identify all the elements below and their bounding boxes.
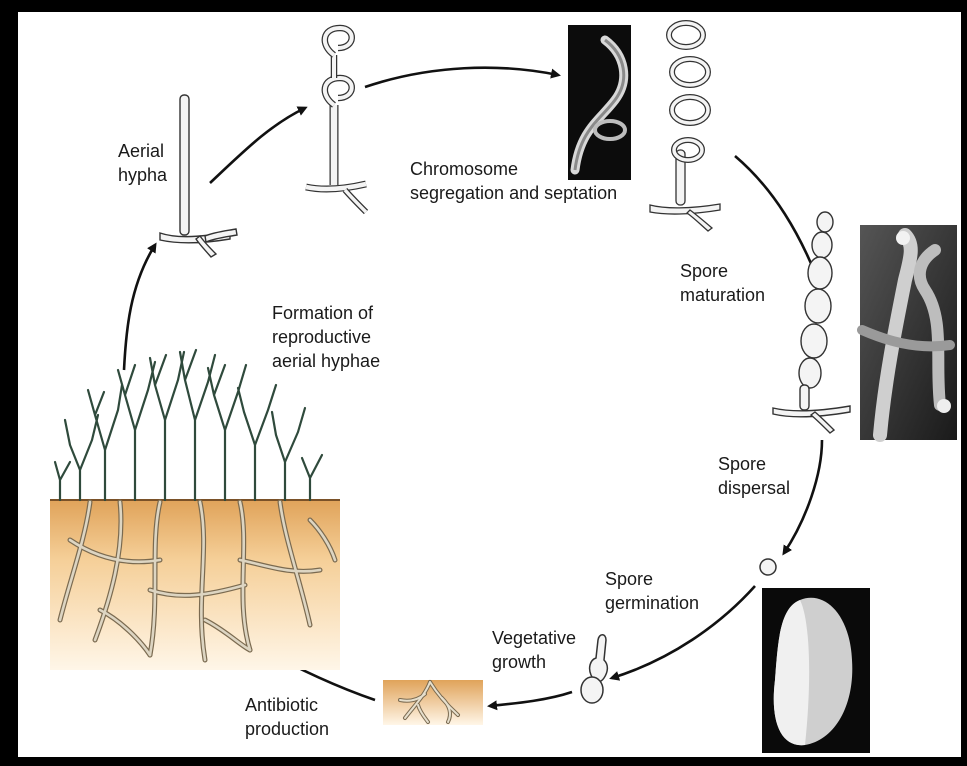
sem-micrograph-spore (762, 588, 870, 753)
sem-micrograph-spore-chains (860, 225, 957, 440)
label-spore-maturation: Spore maturation (680, 259, 765, 307)
label-aerial-hypha: Aerial hypha (118, 139, 167, 187)
arrow-colony-to-aerial (124, 245, 155, 370)
dispersed-spore-drawing (760, 559, 776, 575)
vegetative-mycelium-drawing (383, 680, 483, 725)
arrow-coil-to-septation (365, 68, 558, 87)
colony-drawing (50, 350, 340, 670)
septated-spore-chain-drawing (650, 23, 720, 231)
mature-spore-chain-drawing (773, 212, 850, 433)
label-spore-germination: Spore germination (605, 567, 699, 615)
aerial-hypha-drawing (160, 95, 237, 257)
germinating-spore-drawing (581, 635, 607, 703)
label-antibiotic-production: Antibiotic production (245, 693, 329, 741)
label-vegetative-growth: Vegetative growth (492, 626, 576, 674)
label-formation-reproductive-hyphae: Formation of reproductive aerial hyphae (272, 301, 380, 373)
label-spore-dispersal: Spore dispersal (718, 452, 790, 500)
coiled-hypha-drawing (306, 28, 366, 212)
arrow-germination-to-vegetative (490, 692, 572, 706)
arrow-aerial-to-coil (210, 108, 305, 183)
label-chromosome-segregation: Chromosome segregation and septation (410, 157, 617, 205)
